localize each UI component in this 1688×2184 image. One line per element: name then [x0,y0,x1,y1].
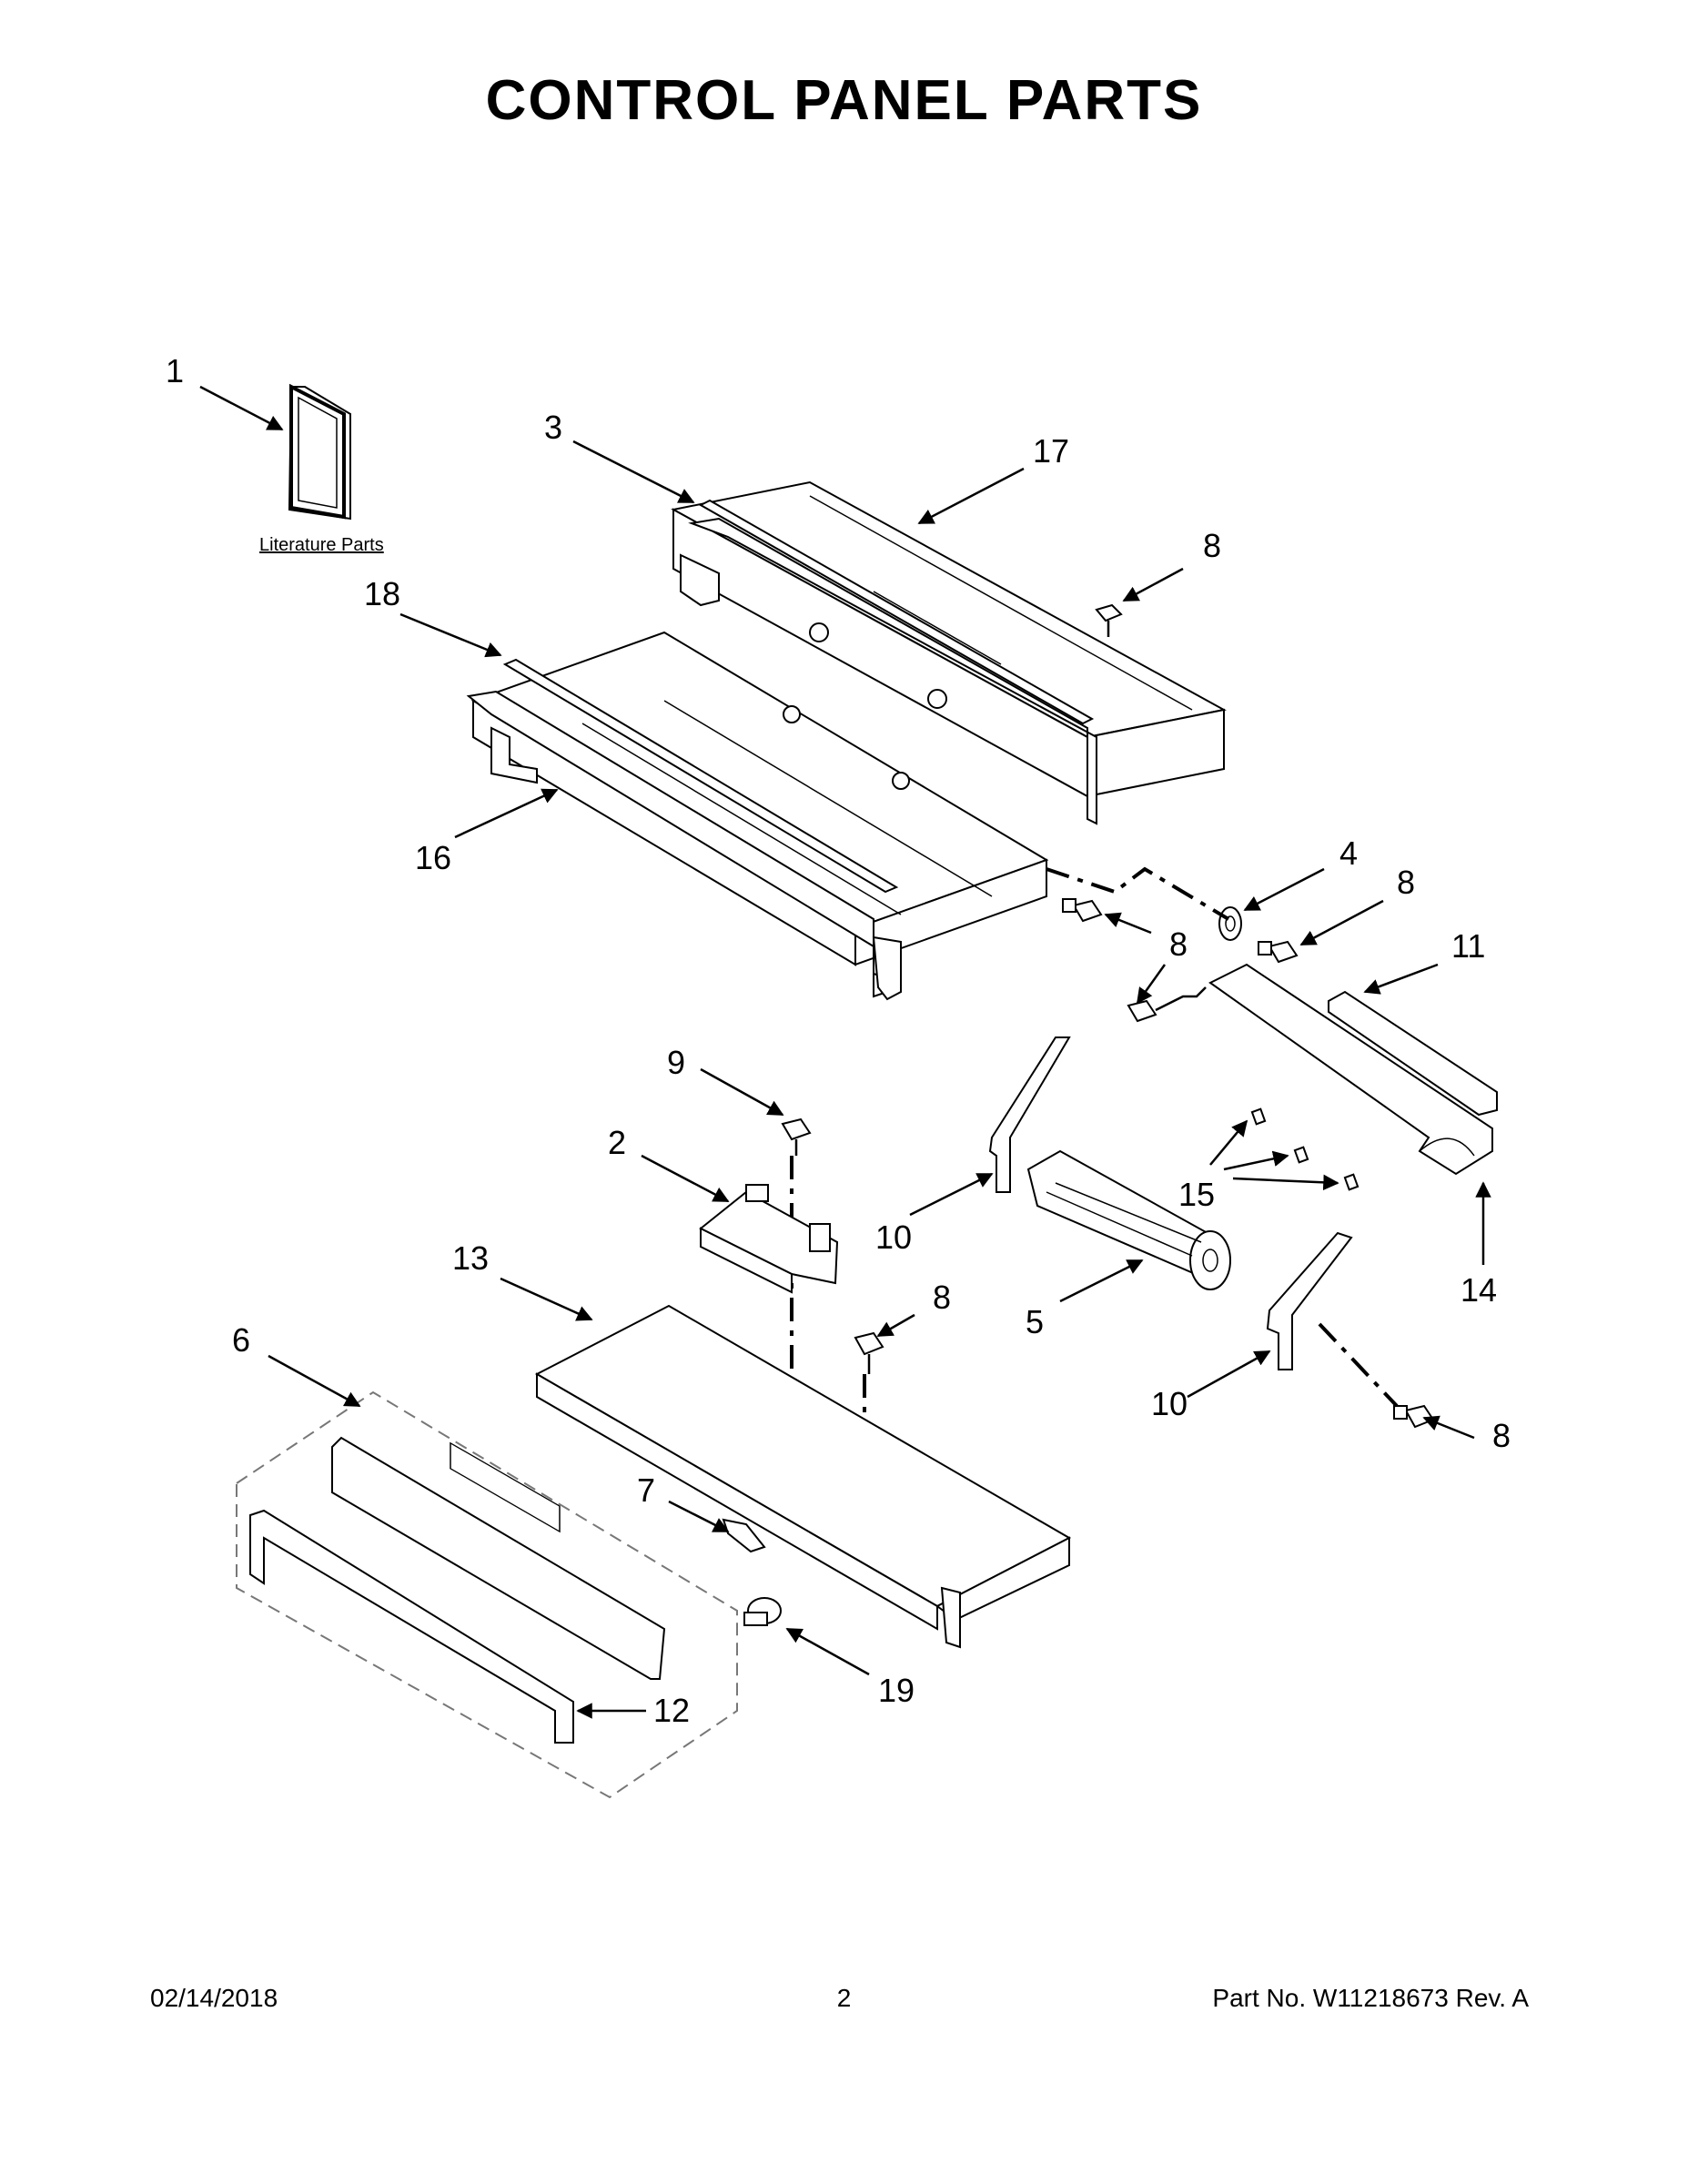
callout-3: 3 [544,409,562,446]
control-panel-assembly-6-outline [236,1390,738,1799]
literature-parts-booklet [288,383,351,521]
callout-8-washer: 8 [1397,864,1415,901]
callout-12: 12 [653,1692,690,1729]
screw-8-center [854,1331,884,1374]
screw-8-upper [1095,603,1123,637]
callout-2: 2 [608,1124,626,1161]
knob-19 [743,1597,782,1626]
callout-15: 15 [1178,1176,1215,1213]
washer-4 [1218,906,1242,941]
screw-9 [781,1117,812,1156]
control-panel-glass [331,1436,666,1680]
mounting-bracket-14 [1208,963,1493,1176]
callout-10-right: 10 [1151,1385,1188,1422]
callout-9: 9 [667,1044,685,1081]
callout-7: 7 [637,1471,655,1509]
callout-17: 17 [1033,432,1069,470]
mounting-plate-13 [534,1304,1072,1649]
callout-10-left: 10 [875,1218,912,1256]
screw-8-bracket [1127,986,1207,1023]
insulation-strip-11 [1328,990,1498,1117]
callout-11: 11 [1451,927,1485,965]
callout-14: 14 [1461,1271,1497,1309]
bracket-10-left [988,1036,1071,1193]
trim-12 [249,1509,574,1744]
screw-8-panel-right [1258,940,1299,964]
lower-control-panel [466,631,1049,1001]
screw-8-right-bracket [1393,1404,1435,1429]
pins-15 [1250,1107,1359,1191]
callout-8-upper: 8 [1203,527,1221,564]
lower-trim-strip [502,658,899,894]
leader-arrows [199,385,1491,1719]
upper-control-panel-cover [671,480,1227,825]
callout-1: 1 [166,352,184,389]
assembly-axis-1 [1046,866,1230,921]
footer-part-number: Part No. W11218673 Rev. A [1212,1984,1529,2012]
blower-motor-5 [1026,1149,1231,1290]
callout-19: 19 [878,1672,915,1709]
assembly-axis-4 [1318,1322,1399,1408]
callout-13: 13 [452,1239,489,1277]
callout-4: 4 [1339,834,1358,872]
callout-8-right: 8 [1492,1417,1511,1454]
page-title: CONTROL PANEL PARTS [485,69,1203,132]
callout-8-panel: 8 [1169,925,1188,963]
screw-8-panel-left [1062,898,1103,923]
callout-6: 6 [232,1321,250,1359]
bracket-10-right [1266,1231,1353,1370]
footer-page-number: 2 [836,1984,852,2012]
footer-date: 02/14/2018 [150,1984,278,2012]
upper-trim-strip [698,499,1095,725]
literature-parts-label: Literature Parts [259,535,384,555]
callout-5: 5 [1026,1303,1044,1340]
callout-16: 16 [415,839,451,876]
control-board-2 [699,1184,839,1294]
callout-8-center: 8 [933,1279,951,1316]
callout-18: 18 [364,575,400,612]
